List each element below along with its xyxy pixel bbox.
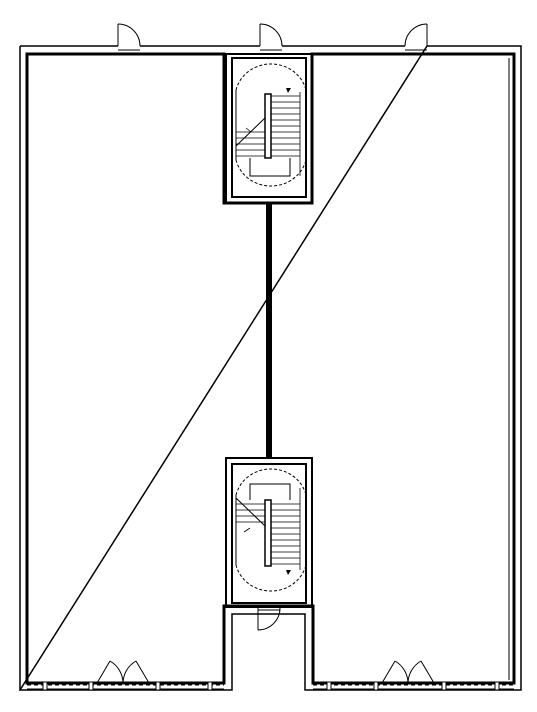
north-stair-core (225, 53, 313, 204)
north-door-west[interactable] (117, 23, 141, 51)
storefront-east (313, 681, 514, 691)
north-door-center[interactable] (259, 23, 283, 51)
south-door-center[interactable] (257, 607, 281, 631)
north-door-east[interactable] (404, 23, 428, 51)
south-door-west-double[interactable] (96, 660, 150, 684)
south-door-east-double[interactable] (381, 660, 435, 684)
storefront-west (27, 681, 224, 691)
south-stair-core (225, 457, 313, 608)
exterior-wall (18, 45, 522, 691)
spine-wall (266, 203, 272, 457)
